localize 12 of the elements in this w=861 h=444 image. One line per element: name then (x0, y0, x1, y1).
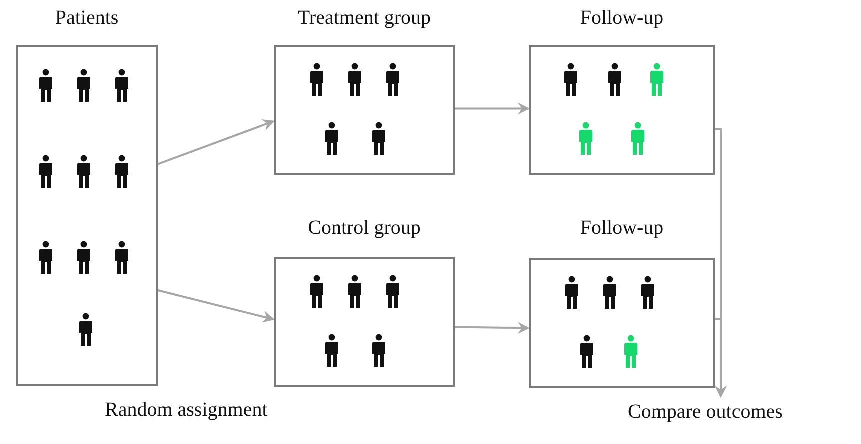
outcome-label: Compare outcomes (628, 400, 783, 424)
arrow (714, 318, 727, 398)
arrow (158, 120, 275, 166)
group-heading: Treatment group (296, 6, 432, 30)
step-label: Random assignment (105, 398, 268, 422)
arrow (455, 102, 530, 115)
group-heading: Patients (54, 6, 120, 30)
arrow (158, 290, 275, 323)
arrow (454, 322, 530, 334)
group-heading: Follow-up (579, 216, 665, 240)
group-heading: Follow-up (579, 6, 665, 30)
group-heading: Control group (307, 216, 422, 240)
